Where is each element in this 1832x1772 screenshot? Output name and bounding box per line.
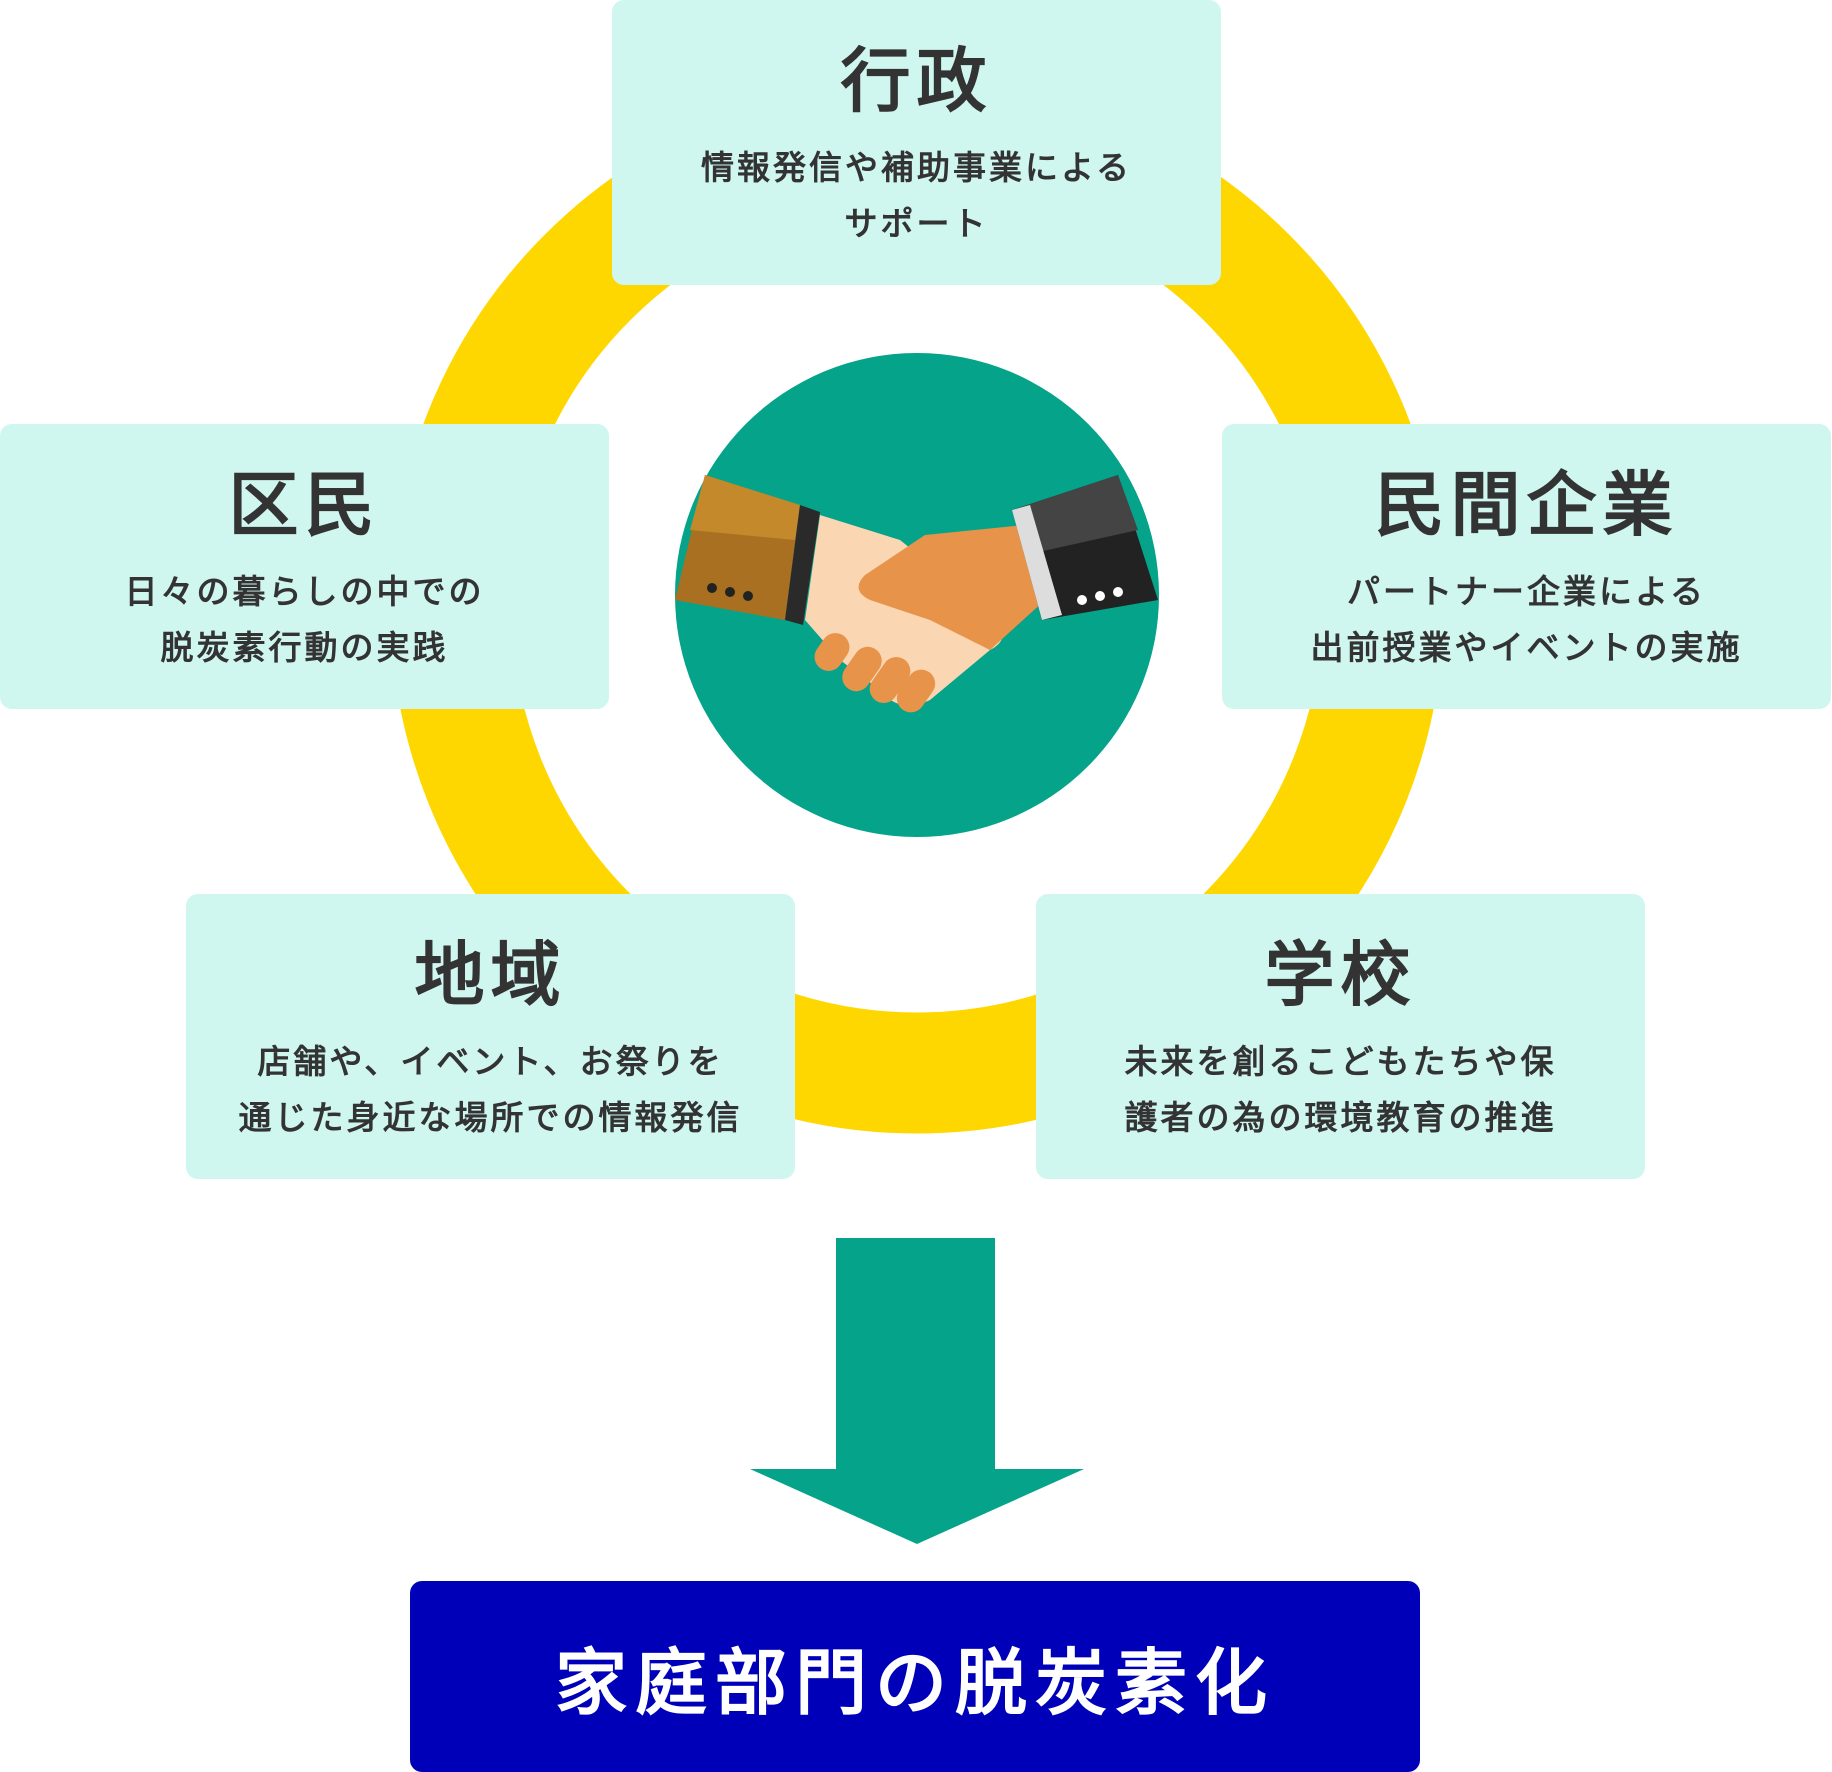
- box-title: 民間企業: [1374, 464, 1679, 546]
- box-title: 行政: [840, 40, 993, 122]
- arrow-head: [750, 1469, 1084, 1544]
- stakeholder-residents: 区民 日々の暮らしの中での脱炭素行動の実践: [0, 424, 609, 709]
- stakeholder-community: 地域 店舗や、イベント、お祭りを通じた身近な場所での情報発信: [186, 894, 795, 1179]
- box-desc: 情報発信や補助事業による: [700, 148, 1132, 187]
- result-box: 家庭部門の脱炭素化: [410, 1581, 1420, 1772]
- box-title: 地域: [414, 934, 567, 1016]
- arrow-shaft: [836, 1238, 995, 1470]
- stakeholder-schools: 学校 未来を創るこどもたちや保護者の為の環境教育の推進: [1036, 894, 1645, 1179]
- handshake-icon: [675, 475, 1158, 713]
- box-desc: 脱炭素行動の実践: [160, 628, 449, 667]
- box-desc: サポート: [844, 204, 989, 243]
- box-desc: 護者の為の環境教育の推進: [1124, 1098, 1557, 1137]
- stakeholder-companies: 民間企業 パートナー企業による出前授業やイベントの実施: [1222, 424, 1831, 709]
- box-desc: 店舗や、イベント、お祭りを: [257, 1042, 724, 1081]
- stakeholder-government: 行政 情報発信や補助事業によるサポート: [612, 0, 1221, 285]
- box-desc: 出前授業やイベントの実施: [1310, 628, 1743, 667]
- box-desc: 日々の暮らしの中での: [124, 572, 485, 611]
- box-desc: 通じた身近な場所での情報発信: [238, 1098, 743, 1137]
- box-title: 学校: [1264, 934, 1417, 1016]
- box-title: 区民: [228, 464, 381, 546]
- box-desc: パートナー企業による: [1346, 572, 1706, 611]
- box-desc: 未来を創るこどもたちや保: [1124, 1042, 1557, 1081]
